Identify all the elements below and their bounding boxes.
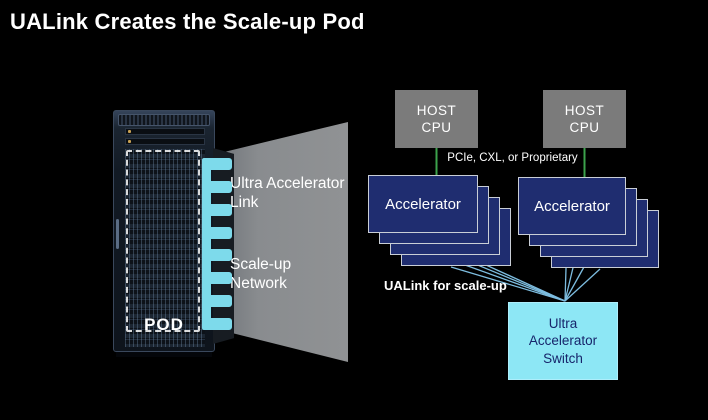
accelerator-stack-2-front: Accelerator	[518, 177, 626, 235]
host-cpu-2-line1: HOST	[564, 103, 605, 118]
host-cpu-1-line1: HOST	[416, 103, 457, 118]
connector-rung	[202, 158, 232, 170]
connector-rung	[202, 227, 232, 239]
page-title: UALink Creates the Scale-up Pod	[10, 9, 365, 34]
connector-rung	[202, 272, 232, 284]
rack-door-handle	[116, 219, 119, 249]
scaleup-network-label: Scale-up Network	[230, 255, 291, 293]
pcie-link-lines	[435, 148, 586, 177]
pod-label: POD	[144, 315, 184, 334]
rack-server-slots	[125, 149, 205, 347]
scaleup-network-label-line1: Scale-up	[230, 256, 292, 273]
rack-base	[116, 352, 212, 357]
connector-rung	[202, 181, 232, 193]
rack-unit-row	[125, 138, 205, 145]
host-link-label: PCIe, CXL, or Proprietary	[447, 152, 578, 164]
connector-rung	[202, 204, 232, 216]
host-cpu-2-line2: CPU	[569, 120, 600, 135]
ultra-accelerator-switch-box: Ultra Accelerator Switch	[508, 302, 618, 380]
connector-rail	[202, 158, 211, 330]
connector-rung	[202, 249, 232, 261]
ualink-funnel-label: Ultra Accelerator Link	[230, 174, 345, 212]
ualink-funnel-label-line1: Ultra Accelerator	[230, 175, 345, 192]
host-cpu-box-2: HOST CPU	[543, 90, 626, 148]
accelerator-stack-1-front: Accelerator	[368, 175, 478, 233]
switch-label-line2: Accelerator	[528, 333, 598, 349]
ualink-funnel-label-line2: Link	[230, 194, 259, 211]
ualink-scaleup-caption: UALink for scale-up	[384, 278, 507, 293]
rack-top-vent	[118, 114, 210, 126]
pod-dashed-outline	[126, 150, 200, 332]
connector-rung	[202, 295, 232, 307]
host-cpu-1-line2: CPU	[421, 120, 452, 135]
connector-rung	[202, 318, 232, 330]
switch-label-line3: Switch	[543, 350, 583, 366]
projection-funnel-shape	[220, 121, 348, 363]
rack-unit-row	[125, 128, 205, 135]
switch-label-line1: Ultra	[548, 315, 578, 331]
scaleup-network-label-line2: Network	[230, 275, 287, 292]
ualink-connector-icon	[202, 158, 232, 330]
host-cpu-box-1: HOST CPU	[395, 90, 478, 148]
